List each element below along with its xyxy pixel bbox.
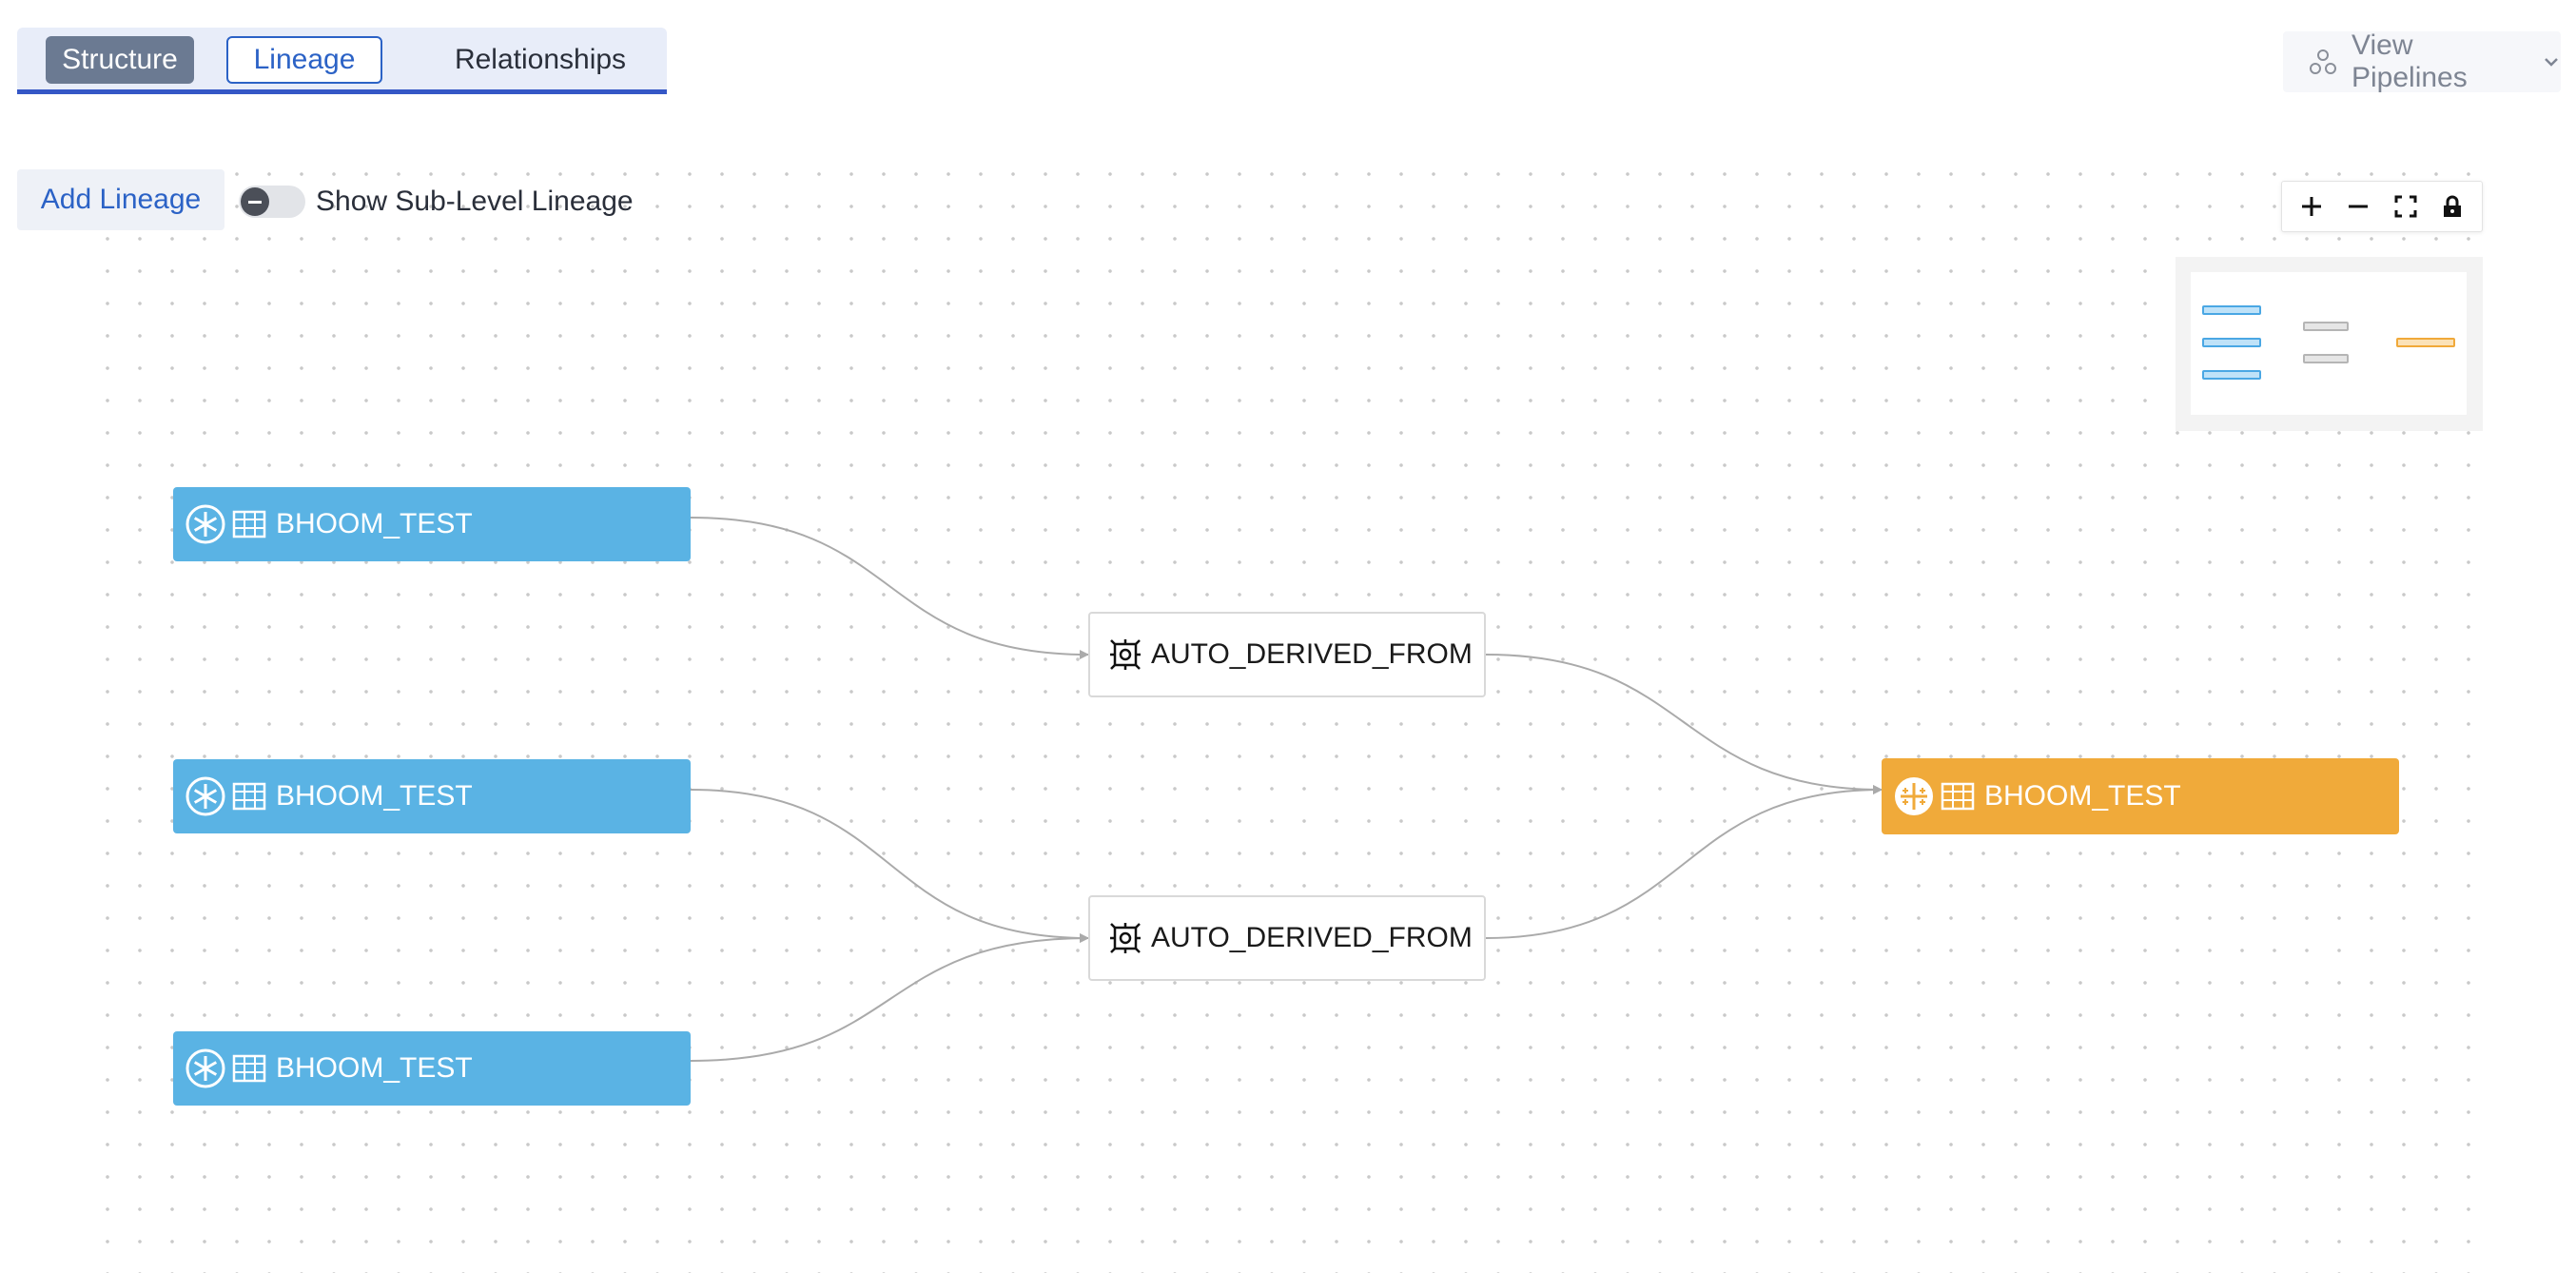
tab-bar: Structure Lineage Relationships: [17, 28, 667, 94]
snowflake-icon: [185, 1048, 226, 1089]
minus-icon: [2349, 205, 2369, 208]
minimap[interactable]: [2176, 257, 2483, 431]
view-pipelines-label: View Pipelines: [2352, 29, 2468, 93]
process-gear-icon: [1109, 922, 1142, 954]
node-label: BHOOM_TEST: [1984, 780, 2181, 812]
chevron-down-icon: [2545, 58, 2558, 67]
node-label: AUTO_DERIVED_FROM: [1151, 922, 1473, 953]
plus-icon: [2301, 197, 2321, 216]
minimap-source-node: [2202, 305, 2261, 315]
sub-level-lineage-toggle[interactable]: [239, 186, 305, 218]
zoom-controls: [2281, 181, 2483, 232]
node-label: BHOOM_TEST: [276, 1052, 473, 1084]
node-label: BHOOM_TEST: [276, 780, 473, 812]
sub-level-lineage-label: Show Sub-Level Lineage: [316, 186, 634, 217]
node-label: BHOOM_TEST: [276, 508, 473, 539]
table-icon: [1941, 782, 1975, 811]
fit-view-button[interactable]: [2385, 186, 2427, 227]
snowflake-icon: [185, 503, 226, 545]
table-icon: [232, 782, 266, 811]
view-pipelines-button[interactable]: View Pipelines: [2283, 29, 2561, 93]
snowflake-icon: [185, 775, 226, 817]
source-node[interactable]: BHOOM_TEST: [173, 1031, 691, 1106]
zoom-in-button[interactable]: [2291, 186, 2332, 227]
tableau-icon: [1893, 775, 1935, 817]
process-node[interactable]: AUTO_DERIVED_FROM: [1088, 895, 1486, 981]
process-gear-icon: [1109, 638, 1142, 671]
minimap-process-node: [2303, 322, 2349, 331]
node-label: AUTO_DERIVED_FROM: [1151, 638, 1473, 670]
zoom-out-button[interactable]: [2337, 186, 2379, 227]
fit-view-icon: [2394, 195, 2417, 218]
tab-relationships[interactable]: Relationships: [454, 44, 627, 75]
minimap-source-node: [2202, 370, 2261, 380]
minimap-process-node: [2303, 354, 2349, 363]
lock-button[interactable]: [2431, 186, 2473, 227]
minimap-viewport: [2191, 272, 2467, 415]
tab-structure[interactable]: Structure: [46, 36, 194, 84]
toggle-knob: [241, 187, 269, 216]
table-icon: [232, 510, 266, 539]
process-node[interactable]: AUTO_DERIVED_FROM: [1088, 612, 1486, 697]
source-node[interactable]: BHOOM_TEST: [173, 487, 691, 561]
table-icon: [232, 1054, 266, 1083]
minimap-target-node: [2396, 338, 2455, 347]
tab-lineage[interactable]: Lineage: [226, 36, 382, 84]
minimap-source-node: [2202, 338, 2261, 347]
add-lineage-button[interactable]: Add Lineage: [17, 169, 224, 230]
lock-icon: [2444, 195, 2462, 217]
source-node[interactable]: BHOOM_TEST: [173, 759, 691, 833]
target-node[interactable]: BHOOM_TEST: [1882, 758, 2399, 834]
pipelines-icon: [2310, 49, 2336, 74]
